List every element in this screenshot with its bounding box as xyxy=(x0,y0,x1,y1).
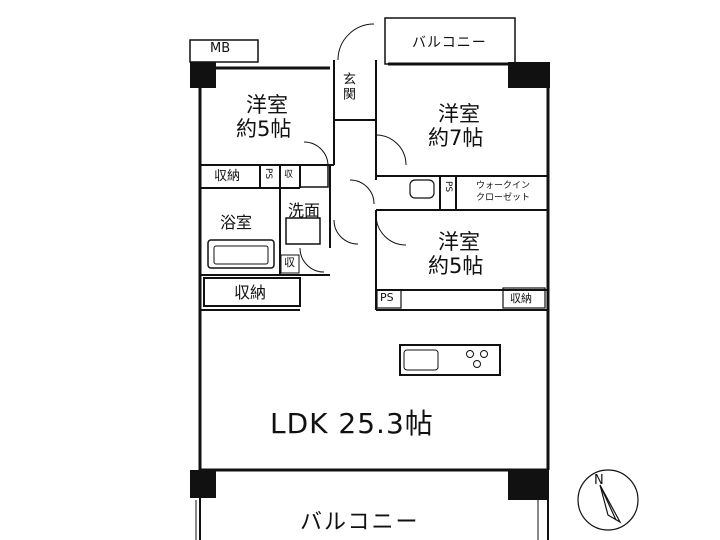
storage-small-left: 収納 xyxy=(214,169,241,184)
storage-right: 収納 xyxy=(510,292,532,305)
room-5b-name: 洋室 xyxy=(438,230,480,254)
ps-vertical-right: PS xyxy=(443,181,453,193)
room-7-name: 洋室 xyxy=(438,102,480,126)
entrance-label: 玄関 xyxy=(340,72,355,102)
walkin-line1: ウォークイン xyxy=(476,181,531,191)
balcony-top-label: バルコニー xyxy=(412,35,487,51)
mb-label: MB xyxy=(210,41,231,56)
room-5b-size: 約5帖 xyxy=(428,254,484,278)
ldk-label: LDK 25.3帖 xyxy=(270,407,434,440)
compass-north-label: N xyxy=(594,473,604,488)
room-5a-name: 洋室 xyxy=(246,93,288,117)
room-5a-size: 約5帖 xyxy=(236,117,292,141)
storage-short-top: 収 xyxy=(284,170,294,180)
walkin-line2: クローゼット xyxy=(476,193,531,203)
ps-label: PS xyxy=(380,291,394,304)
balcony-bottom-label: バルコニー xyxy=(300,510,420,535)
ps-vertical-left: PS xyxy=(263,168,273,180)
washroom-label: 洗面 xyxy=(288,201,321,220)
room-7-size: 約7帖 xyxy=(428,126,484,150)
storage-large-left: 収納 xyxy=(234,283,267,302)
storage-short-bottom: 収 xyxy=(284,256,295,269)
bathroom-label: 浴室 xyxy=(220,213,253,232)
